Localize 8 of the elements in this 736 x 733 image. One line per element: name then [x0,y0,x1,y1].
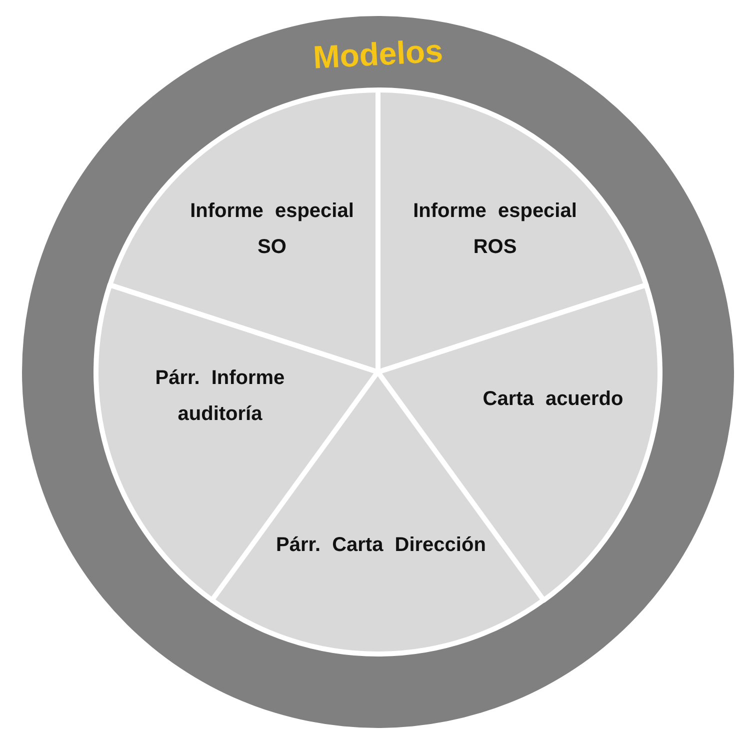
ring-title: Modelos [312,32,444,76]
segment-label: Párr. Informe auditoría [154,366,286,427]
segment-label: Párr. Carta Dirección [275,533,487,558]
segment-label: Informe especial ROS [412,199,578,260]
ring-band [22,16,734,728]
segment-label: Informe especial SO [189,199,355,260]
pie-segment [378,90,646,372]
segment-label: Carta acuerdo [482,386,624,412]
